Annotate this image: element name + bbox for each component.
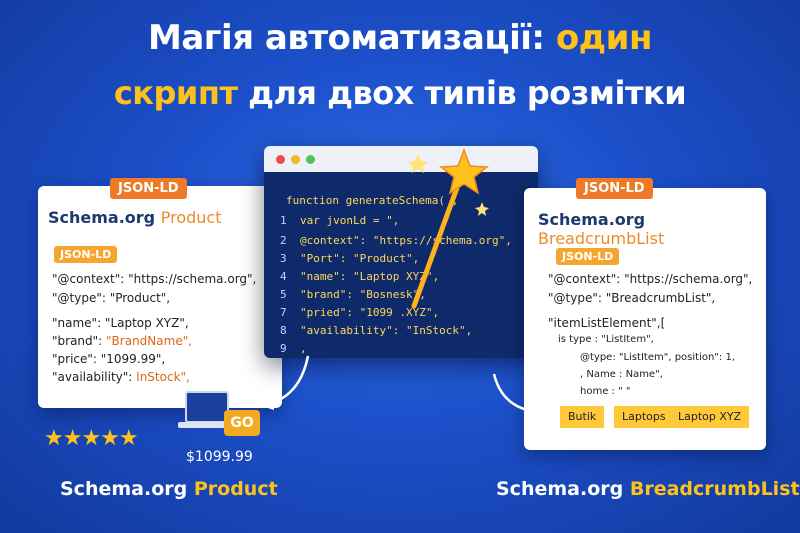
card-title-sub: Product (160, 208, 222, 227)
code-editor-window: function generateSchema( , 1 var jvonLd =… (264, 146, 538, 358)
go-badge: GO (224, 410, 260, 436)
line-number: 4 (280, 270, 287, 283)
window-titlebar (264, 146, 538, 172)
code-line-name: "name": "Laptop XYZ", (52, 316, 189, 330)
product-schema-card: Schema.org Product JSON-LD "@context": "… (38, 186, 282, 408)
magic-wand-icon (408, 147, 490, 309)
code-line-type: "@type": "BreadcrumbList", (548, 291, 716, 305)
code-line-home: home : " " (580, 386, 631, 397)
code-text: "brand": "Bosnesk", (300, 288, 426, 301)
brand-value: "BrandName", (106, 334, 193, 348)
code-line-context: "@context": "https://schema.org", (52, 272, 257, 286)
json-ld-mini-tag: JSON-LD (54, 246, 118, 263)
breadcrumb-item: Butik (560, 406, 605, 428)
json-ld-tag-right: JSON-LD (576, 178, 653, 199)
bottom-label-sub: BreadcrumbList (629, 478, 800, 500)
code-line-type: "@type": "Product", (52, 291, 171, 305)
bottom-label-breadcrumb: Schema.org BreadcrumbList (496, 478, 800, 500)
code-text: "name": "Laptop XYZ", (300, 270, 440, 283)
code-text: "availability": "InStock", (300, 324, 473, 337)
line-number: 7 (280, 306, 287, 319)
code-line-name: , Name : Name", (580, 369, 663, 380)
arrow-right-icon (492, 373, 546, 418)
code-line: 7 "pried": "1099 .XYZ", (280, 306, 439, 319)
availability-key: "availability": (52, 370, 137, 384)
headline-line-2: скрипт для двох типів розмітки (0, 74, 800, 112)
line-number: 8 (280, 324, 287, 337)
line-number: 1 (280, 214, 287, 227)
brand-key: "brand": (52, 334, 107, 348)
code-text: var jvonLd = ", (300, 214, 400, 227)
code-text: function generateSchema( , (286, 194, 459, 207)
headline-white-part: Магія автоматизації: (148, 18, 545, 58)
headline-gold-word: скрипт (113, 74, 238, 112)
availability-value: InStock", (136, 370, 190, 384)
code-line: 2 @context": "https://schema.org", (280, 234, 512, 247)
product-card-title: Schema.org Product (48, 208, 221, 227)
line-number: 9 (280, 342, 287, 355)
code-line-position: @type: "ListItem", position": 1, (580, 352, 735, 363)
code-line: 5 "brand": "Bosnesk", (280, 288, 426, 301)
rating-stars-icon: ★★★★★ (44, 426, 139, 451)
code-line-item-type: is type : "ListItem", (558, 334, 654, 345)
line-number: 2 (280, 234, 287, 247)
code-line-price: "price": "1099.99", (52, 352, 166, 366)
headline-gold-part: один (555, 18, 653, 58)
code-line: 4 "name": "Laptop XYZ", (280, 270, 439, 283)
breadcrumb-card-title: Schema.org BreadcrumbList (538, 210, 766, 248)
headline-white-rest: для двох типів розмітки (248, 74, 687, 112)
json-ld-mini-tag: JSON-LD (556, 248, 620, 265)
card-title-sub: BreadcrumbList (538, 229, 665, 248)
code-text: , (300, 342, 307, 355)
json-ld-tag-left: JSON-LD (110, 178, 187, 199)
code-line-context: "@context": "https://schema.org", (548, 272, 753, 286)
close-dot-icon (276, 155, 285, 164)
bottom-label-product: Schema.org Product (60, 478, 278, 500)
code-text: "Port": "Product", (300, 252, 420, 265)
headline-line-1: Магія автоматизації: один (0, 18, 800, 58)
code-line-itemlist: "itemListElement",[ (548, 316, 666, 330)
minimize-dot-icon (291, 155, 300, 164)
bottom-label-main: Schema.org (496, 478, 624, 500)
code-line-function: function generateSchema( , (286, 194, 458, 207)
code-line: 8 "availability": "InStock", (280, 324, 472, 337)
code-text: "pried": "1099 .XYZ", (300, 306, 440, 319)
arrow-left-icon (262, 355, 310, 410)
code-line: 9, (280, 342, 307, 355)
card-title-main: Schema.org (48, 208, 156, 227)
breadcrumb-item: Laptop XYZ (670, 406, 750, 428)
breadcrumb-item: Laptops (614, 406, 674, 428)
maximize-dot-icon (306, 155, 315, 164)
bottom-label-main: Schema.org (60, 478, 188, 500)
laptop-icon (178, 391, 236, 428)
line-number: 5 (280, 288, 287, 301)
code-line-availability: "availability": InStock", (52, 370, 190, 384)
line-number: 3 (280, 252, 287, 265)
code-line-brand: "brand": "BrandName", (52, 334, 192, 348)
code-text: @context": "https://schema.org", (300, 234, 512, 247)
code-line: 3 "Port": "Product", (280, 252, 419, 265)
code-line: 1 var jvonLd = ", (280, 214, 399, 227)
bottom-label-sub: Product (193, 478, 278, 500)
product-price: $1099.99 (186, 449, 253, 465)
card-title-main: Schema.org (538, 210, 646, 229)
